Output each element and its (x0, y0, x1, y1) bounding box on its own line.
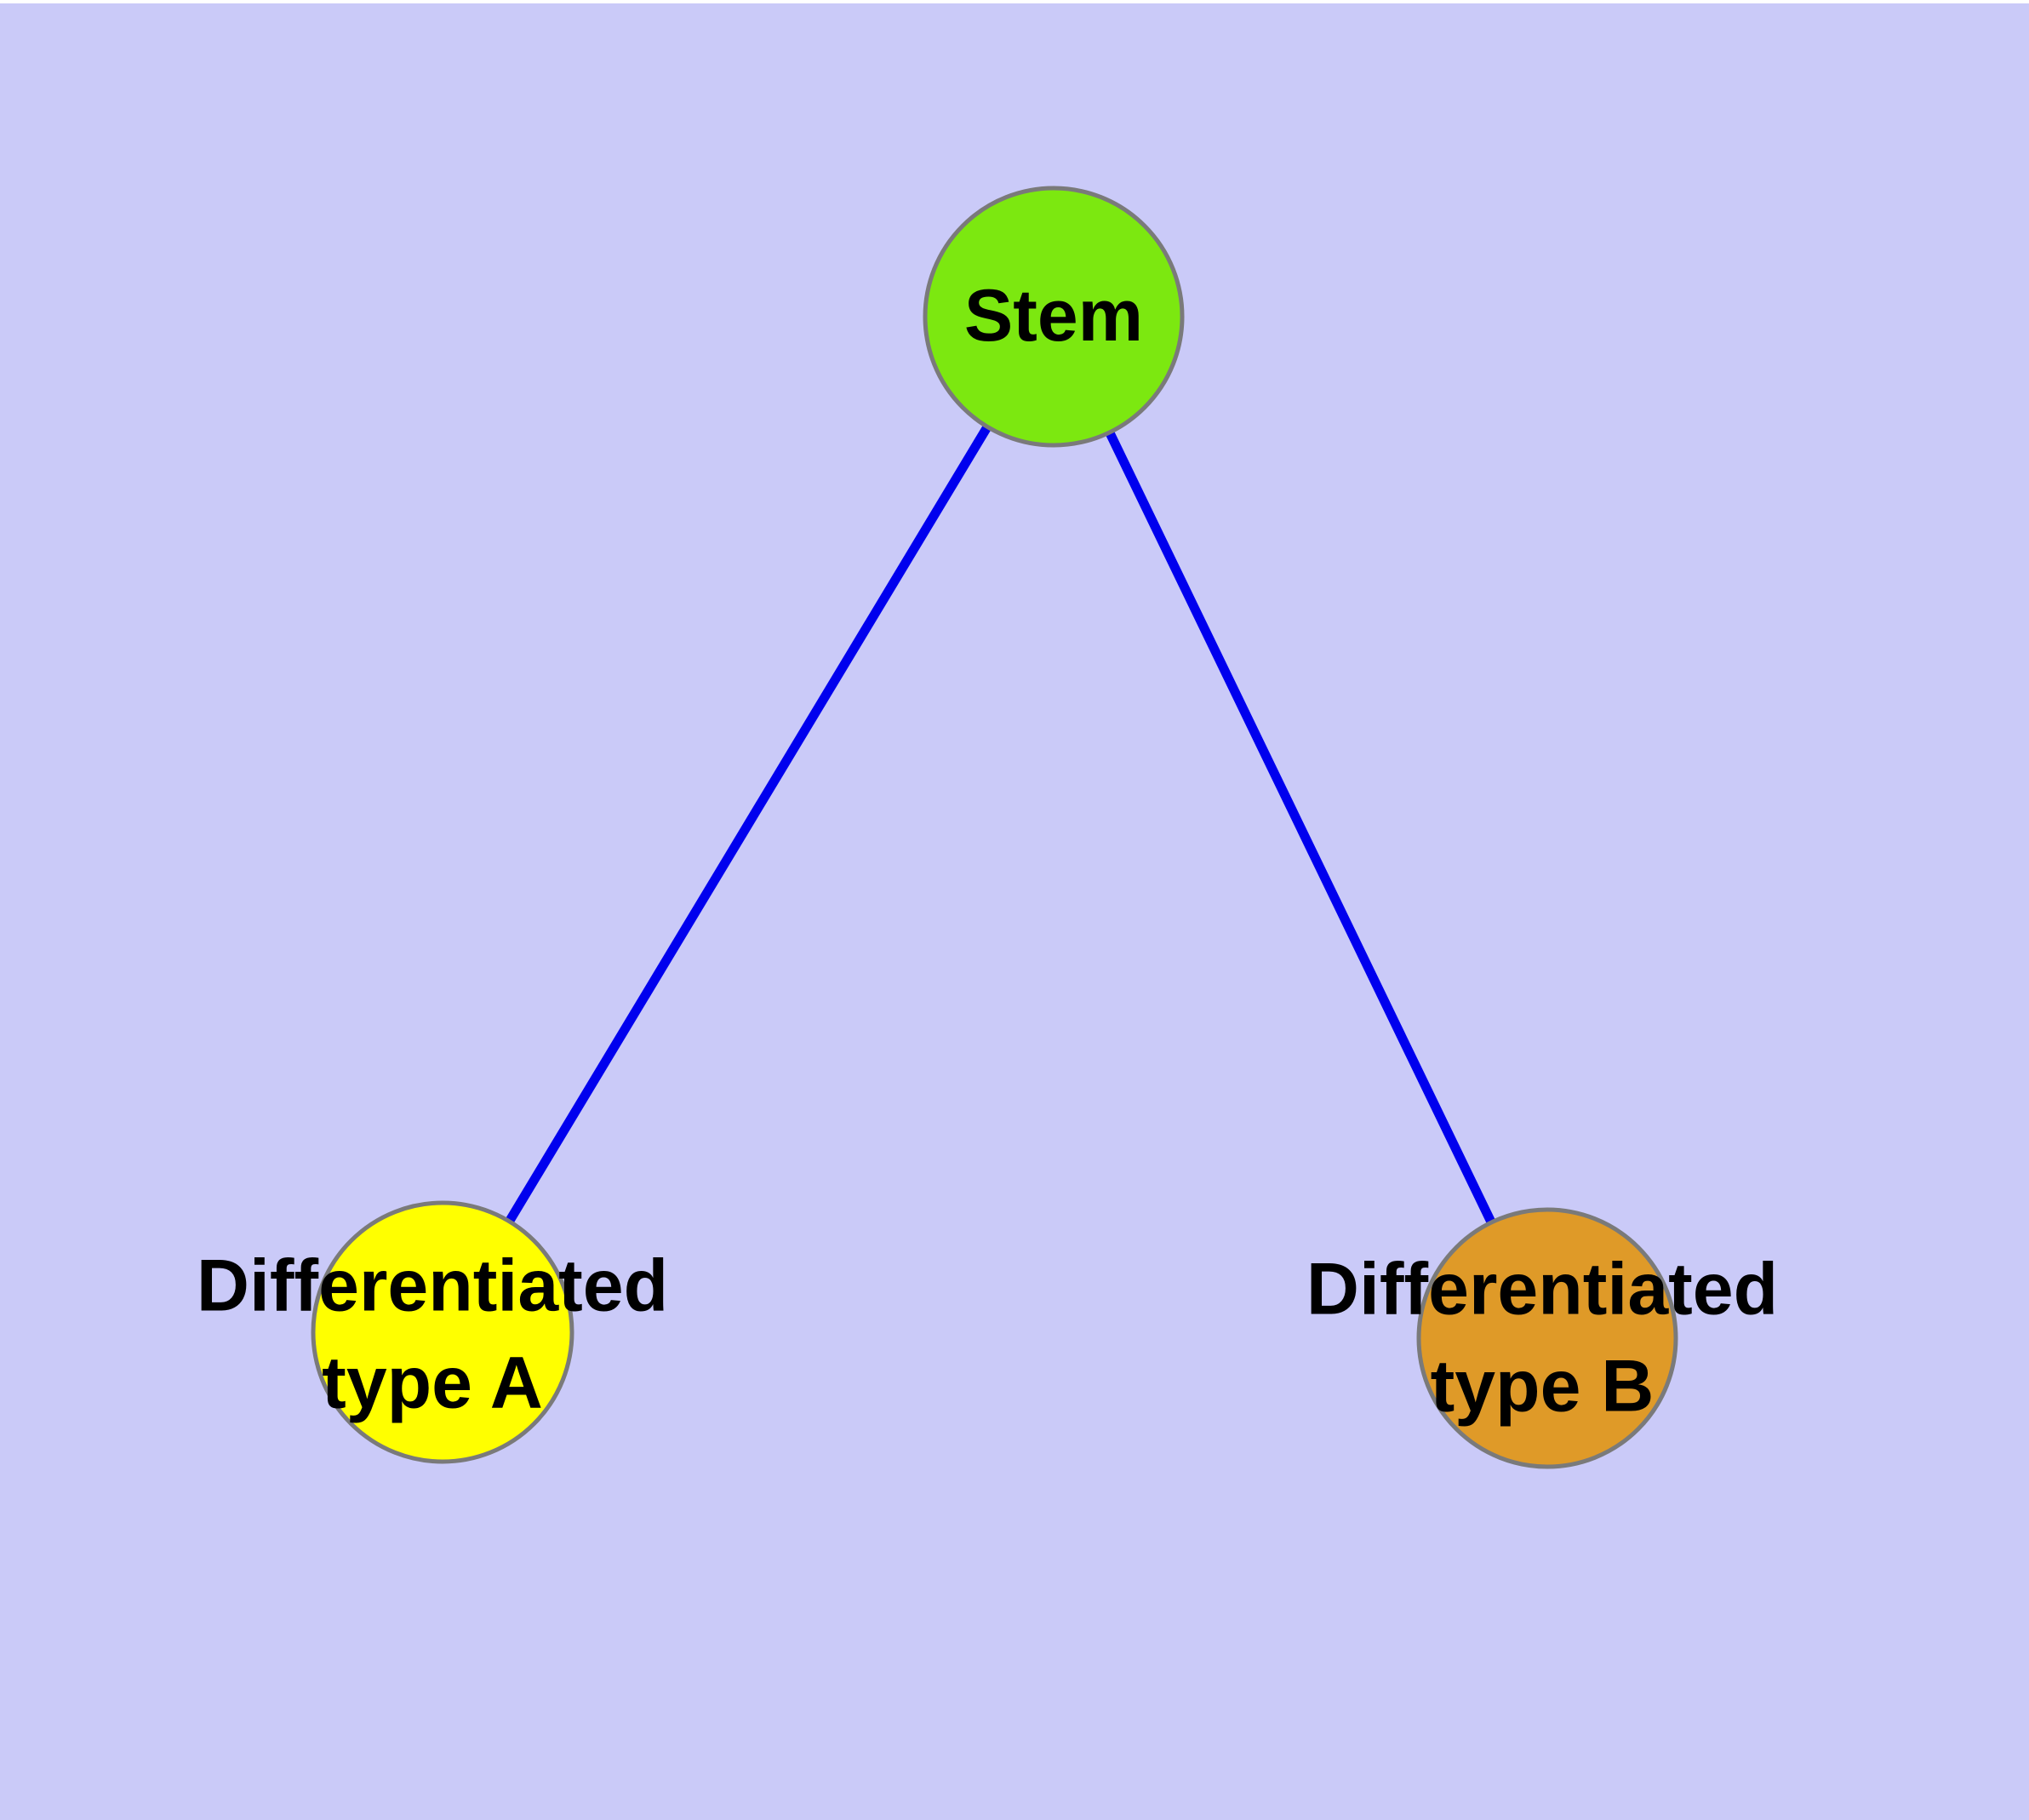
top-edge-strip (0, 0, 2029, 3)
node-stem-circle (923, 186, 1185, 448)
node-type-a-circle (311, 1200, 574, 1464)
edge-stem-to-type-b (1049, 314, 1552, 1341)
edge-stem-to-type-a (438, 314, 1058, 1335)
node-type-b-circle (1416, 1207, 1678, 1469)
